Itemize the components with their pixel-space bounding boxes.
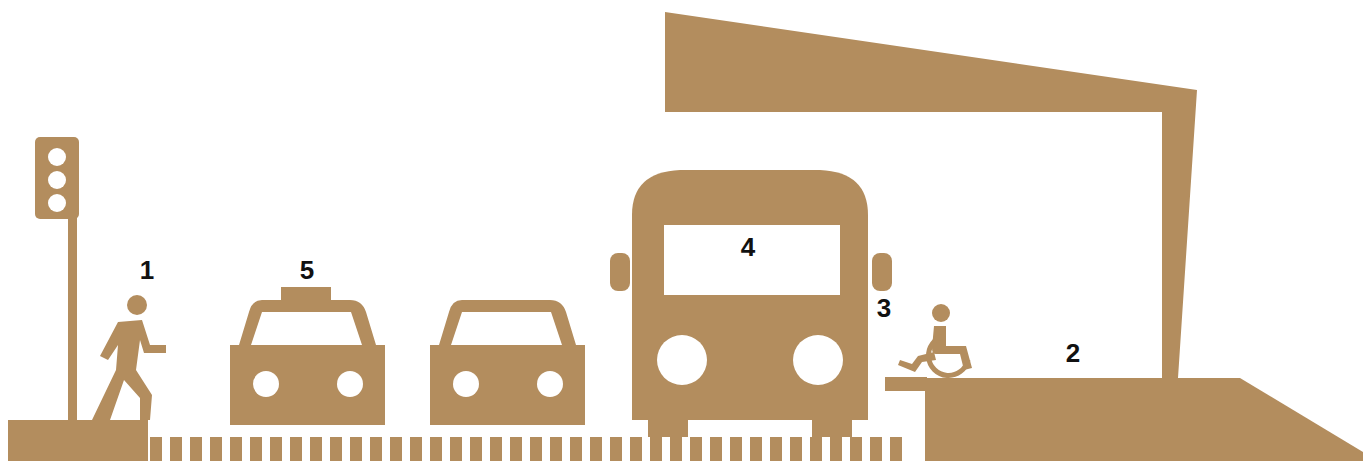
- pedestrian-figure: [92, 320, 166, 420]
- bus-window: [664, 225, 840, 295]
- crosswalk-stripe: [350, 437, 362, 461]
- crosswalk-stripe: [890, 437, 902, 461]
- bus-platform: [925, 378, 1363, 461]
- crosswalk-stripe: [590, 437, 602, 461]
- bus-mirror: [610, 253, 630, 291]
- crosswalk-stripe: [870, 437, 882, 461]
- callout-number: 1: [140, 257, 154, 283]
- traffic-light-lamp: [48, 194, 66, 212]
- bus-mirror: [872, 253, 892, 291]
- crosswalk-stripe: [650, 437, 662, 461]
- crosswalk-stripe: [610, 437, 622, 461]
- crosswalk-stripe: [550, 437, 562, 461]
- crosswalk-stripe: [290, 437, 302, 461]
- crosswalk-stripe: [770, 437, 782, 461]
- car-headlight: [453, 371, 479, 397]
- taxi-windshield: [251, 312, 362, 345]
- taxi-sign: [281, 287, 331, 301]
- callout-number: 4: [741, 234, 755, 260]
- crosswalk-stripe: [450, 437, 462, 461]
- taxi: [230, 287, 385, 425]
- crosswalk-stripe: [490, 437, 502, 461]
- wheelchair-user: [898, 304, 972, 375]
- car-body: [430, 300, 585, 425]
- bus-headlight: [793, 335, 843, 385]
- crosswalk-stripe: [790, 437, 802, 461]
- crosswalk-stripe: [570, 437, 582, 461]
- bus-headlight: [657, 335, 707, 385]
- crosswalk-stripe: [390, 437, 402, 461]
- crosswalk-stripe: [690, 437, 702, 461]
- bus-wheel: [812, 415, 852, 437]
- wheelchair-user-head: [932, 304, 950, 322]
- boarding-ramp: [885, 377, 927, 391]
- crosswalk-stripe: [710, 437, 722, 461]
- traffic-light-pole: [68, 215, 77, 421]
- traffic-light-lamp: [48, 171, 66, 189]
- crosswalk-stripe: [210, 437, 222, 461]
- crosswalk-stripe: [410, 437, 422, 461]
- crosswalk-stripe: [630, 437, 642, 461]
- crosswalk-stripe: [530, 437, 542, 461]
- crosswalk-stripe: [370, 437, 382, 461]
- crosswalk-stripe: [150, 437, 162, 461]
- crosswalk-stripe: [810, 437, 822, 461]
- crosswalk-stripe: [190, 437, 202, 461]
- wheelchair-wheel: [929, 336, 968, 375]
- crosswalk-stripe: [330, 437, 342, 461]
- bus: [610, 170, 892, 437]
- crosswalk-stripe: [670, 437, 682, 461]
- crosswalk-stripe: [470, 437, 482, 461]
- crosswalk-stripe: [430, 437, 442, 461]
- taxi-headlight: [253, 371, 279, 397]
- crosswalk-stripe: [310, 437, 322, 461]
- crosswalk-stripe: [230, 437, 242, 461]
- crosswalk-stripe: [510, 437, 522, 461]
- traffic-light-head: [35, 137, 79, 219]
- callout-number: 5: [300, 257, 314, 283]
- crosswalk-stripe: [250, 437, 262, 461]
- car-headlight: [537, 371, 563, 397]
- crosswalk-stripe: [830, 437, 842, 461]
- crosswalk-stripe: [730, 437, 742, 461]
- crosswalk-stripe: [270, 437, 282, 461]
- crosswalk-stripe: [170, 437, 182, 461]
- car-windshield: [451, 312, 562, 345]
- shelter-roof: [665, 12, 1197, 378]
- car: [430, 300, 585, 425]
- callout-number: 3: [877, 295, 891, 321]
- taxi-headlight: [337, 371, 363, 397]
- curb: [8, 420, 148, 461]
- traffic-light-lamp: [48, 148, 66, 166]
- crosswalk: [150, 437, 902, 461]
- bus-body: [632, 170, 868, 420]
- bus-wheel: [648, 415, 688, 437]
- callout-number: 2: [1066, 340, 1080, 366]
- crosswalk-stripe: [850, 437, 862, 461]
- pedestrian-head: [127, 295, 147, 315]
- taxi-body: [230, 300, 385, 425]
- crosswalk-stripe: [750, 437, 762, 461]
